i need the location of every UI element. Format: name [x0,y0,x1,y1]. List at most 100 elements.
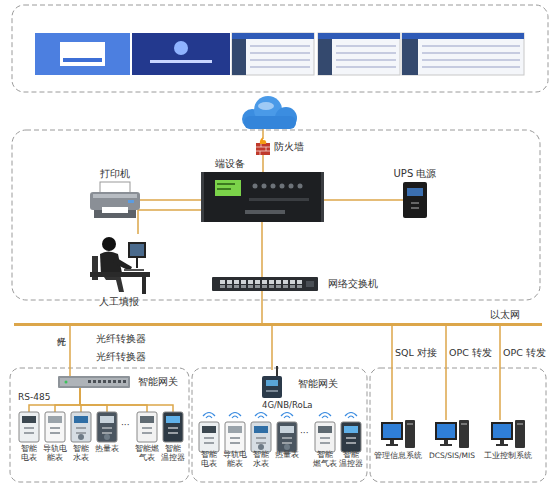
screenshot-row [336,66,396,68]
node-label: 打印机 [100,168,130,180]
gateway-port [88,380,91,383]
switch-port [220,280,225,284]
meter-detail [282,442,292,444]
dashed-group-frame [192,368,367,482]
meter-detail [346,442,356,444]
meter-body [45,412,65,442]
switch-port [290,285,295,288]
gateway-rack [58,376,130,388]
connector-line [320,199,403,201]
panel-button [280,184,285,189]
dashed-group-frame [12,130,540,300]
node-label: DCS/SIS/MIS [429,452,475,461]
node-label: 人工填报 [99,296,139,308]
screenshot [402,33,524,75]
drive-bay [461,423,467,425]
wifi-arc [284,416,290,418]
printer-output [102,207,128,213]
screenshot-row [422,66,520,68]
printer-button [128,200,134,203]
node-label: UPS 电源 [394,168,437,180]
computer: 工业控制系统 [491,420,525,450]
monitor-screen [493,424,511,438]
switch-port [227,280,232,284]
connector-line [499,326,501,420]
switch-port [234,280,239,284]
ups-power: UPS 电源 [403,182,427,218]
monitor-screen [383,424,401,438]
meter-screen [318,426,332,433]
connector-line [138,210,205,234]
screenshot-header [232,33,314,39]
node-label: 网络交换机 [328,278,378,290]
switch-port [234,285,239,288]
screenshot-row [250,59,310,61]
meter-screen [280,426,294,433]
network-switch-icon [212,277,318,291]
printer: 打印机 [90,182,140,218]
meter-body [315,422,335,452]
meter-detail [24,432,34,434]
node-label: 管理信息系统 [374,452,422,461]
connector-line [445,326,447,420]
meter-body [163,412,183,442]
monitor-base [440,444,452,446]
meter-detail [76,432,86,434]
gateway-port [98,380,101,383]
gas-meter-icon [312,422,338,448]
switch-port [269,280,274,284]
smart-meter: 智能 电表 [196,422,222,448]
pc-tower [405,420,415,448]
screenshot-row [336,59,396,61]
drive-bay [407,423,413,425]
meter-screen [100,416,114,423]
meter-detail [50,432,60,434]
ups-button [411,207,419,209]
lcd-line [217,183,235,185]
meter-screen [166,416,180,423]
thermostat-icon [160,412,186,442]
annotation-label: 光纤转换器 [96,333,146,345]
monitor-base [496,444,508,446]
monitor-base [386,444,398,446]
thermostat: 智能 温控器 [160,412,186,442]
switch-port [262,285,267,288]
meter-body [199,422,219,452]
switch-port [297,280,302,284]
switch-port [262,280,267,284]
gateway-port [93,380,96,383]
cloud-highlight [258,102,274,110]
meter-body [137,412,157,442]
meter-detail [282,437,292,439]
desk-leg [142,277,146,294]
computer: DCS/SIS/MIS [435,420,469,450]
meter-detail [256,437,266,439]
meter-body [225,422,245,452]
rail-meter-icon [222,422,248,448]
meter-screen [48,416,62,423]
panel-button [253,184,258,189]
cloud-base [244,116,296,129]
smart-meter: 智能 电表 [16,412,42,442]
screenshot-sidebar [232,39,246,75]
screenshot-logo [174,41,188,55]
meter-detail [230,437,240,439]
rack-chassis [201,172,324,222]
gateway-screen [266,380,278,386]
flame [260,137,267,144]
printer-icon [90,182,140,218]
annotation-label: ··· [300,428,309,438]
node-label: 智能 电表 [196,450,222,468]
switch-uplink [306,281,314,287]
screenshot-row [422,59,520,61]
thermostat: 智能 温控器 [338,422,364,448]
meter-detail [76,427,86,429]
meter-detail [320,442,330,444]
meter-detail [204,437,214,439]
smart-meter-icon [196,422,222,448]
meter-screen [228,426,242,433]
connector-line [69,326,71,376]
heat-meter-icon [94,412,120,442]
switch-port [227,285,232,288]
